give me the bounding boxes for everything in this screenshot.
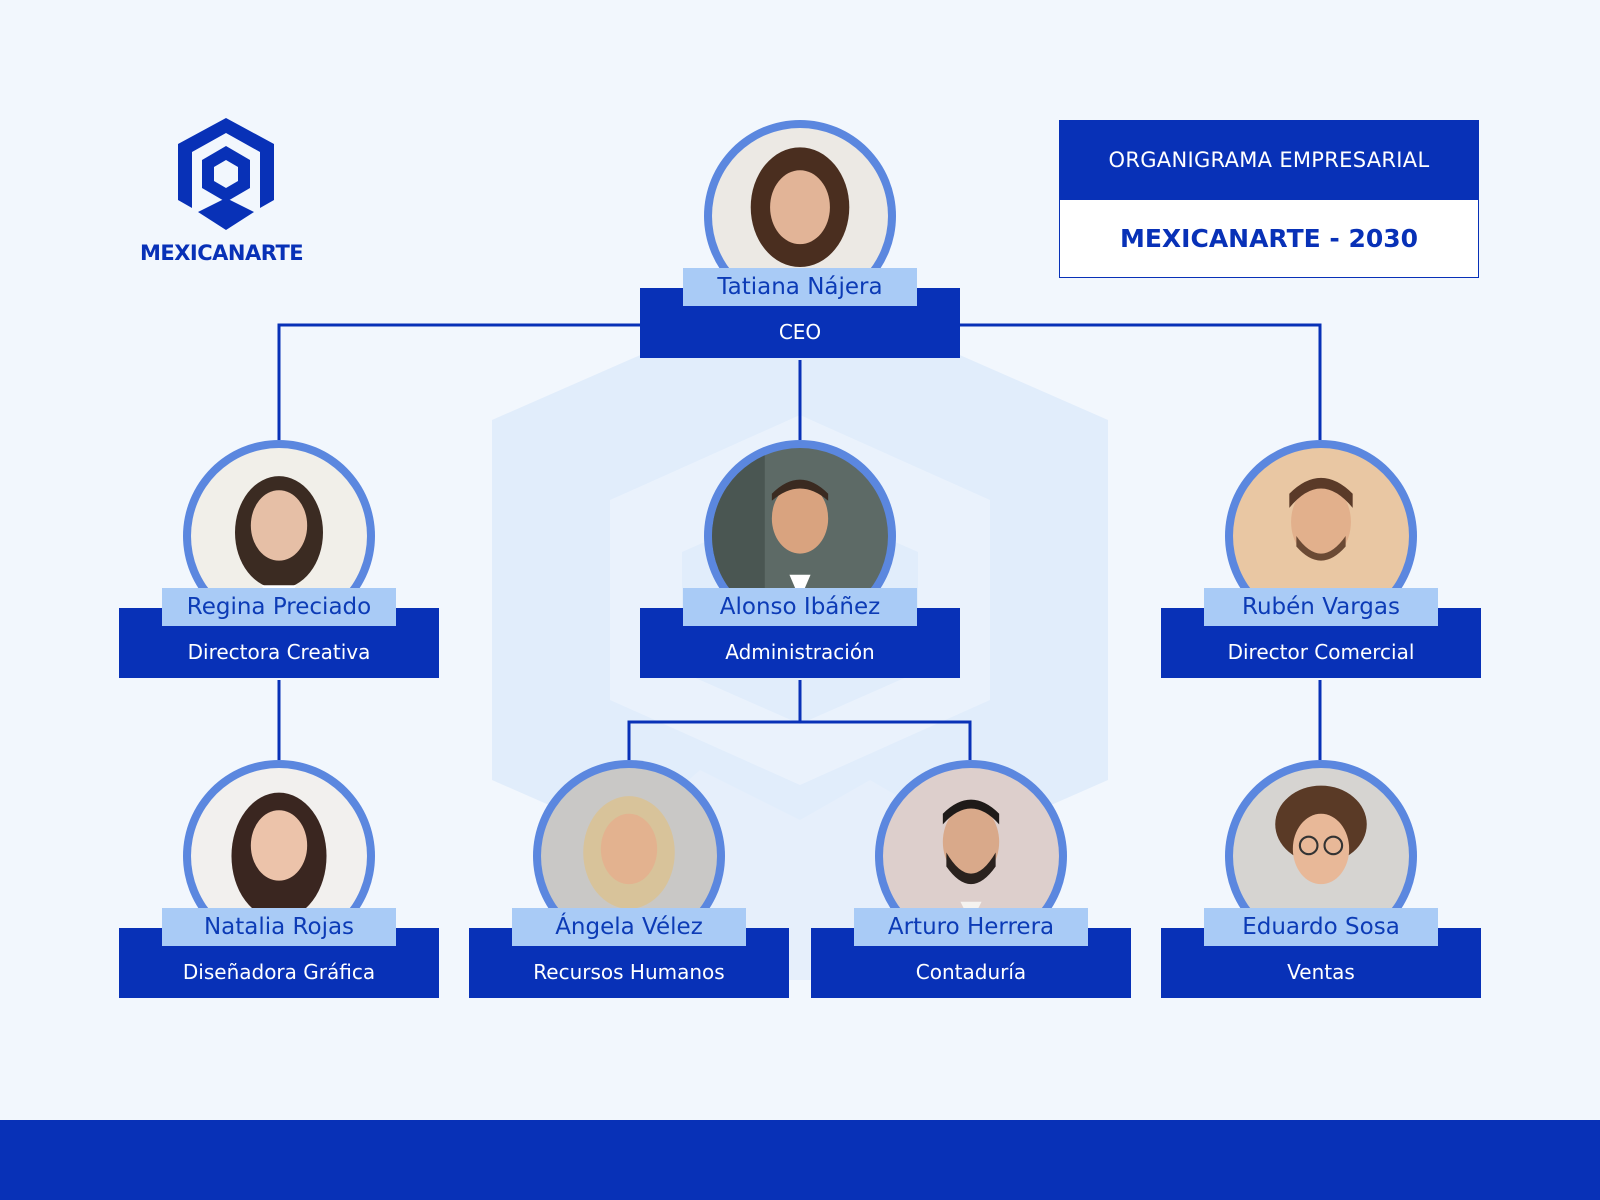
org-node-arturo: Contaduría Arturo Herrera: [811, 760, 1131, 1008]
name-label: Rubén Vargas: [1204, 588, 1438, 626]
title-box: ORGANIGRAMA EMPRESARIAL MEXICANARTE - 20…: [1059, 120, 1479, 280]
name-label: Alonso Ibáñez: [683, 588, 917, 626]
org-node-alonso: Administración Alonso Ibáñez: [640, 440, 960, 688]
footer-band: [0, 1120, 1600, 1200]
chart-subheading: MEXICANARTE - 2030: [1059, 200, 1479, 278]
org-node-angela: Recursos Humanos Ángela Vélez: [469, 760, 789, 1008]
line-ceo-ruben: [960, 323, 1322, 440]
org-node-ruben: Director Comercial Rubén Vargas: [1161, 440, 1481, 688]
name-label: Natalia Rojas: [162, 908, 396, 946]
name-label: Arturo Herrera: [854, 908, 1088, 946]
line-ceo-regina: [277, 323, 640, 440]
org-node-eduardo: Ventas Eduardo Sosa: [1161, 760, 1481, 1008]
hexagon-logo-icon: [178, 118, 274, 230]
org-node-ceo: CEO Tatiana Nájera: [640, 120, 960, 368]
chart-heading: ORGANIGRAMA EMPRESARIAL: [1059, 120, 1479, 200]
name-label: Tatiana Nájera: [683, 268, 917, 306]
line-alonso-children: [627, 680, 972, 760]
name-label: Eduardo Sosa: [1204, 908, 1438, 946]
name-label: Ángela Vélez: [512, 908, 746, 946]
logo-wordmark: MEXICANARTE: [140, 241, 304, 265]
org-node-regina: Directora Creativa Regina Preciado: [119, 440, 439, 688]
org-node-natalia: Diseñadora Gráfica Natalia Rojas: [119, 760, 439, 1008]
name-label: Regina Preciado: [162, 588, 396, 626]
avatar-ring: [1225, 440, 1417, 632]
